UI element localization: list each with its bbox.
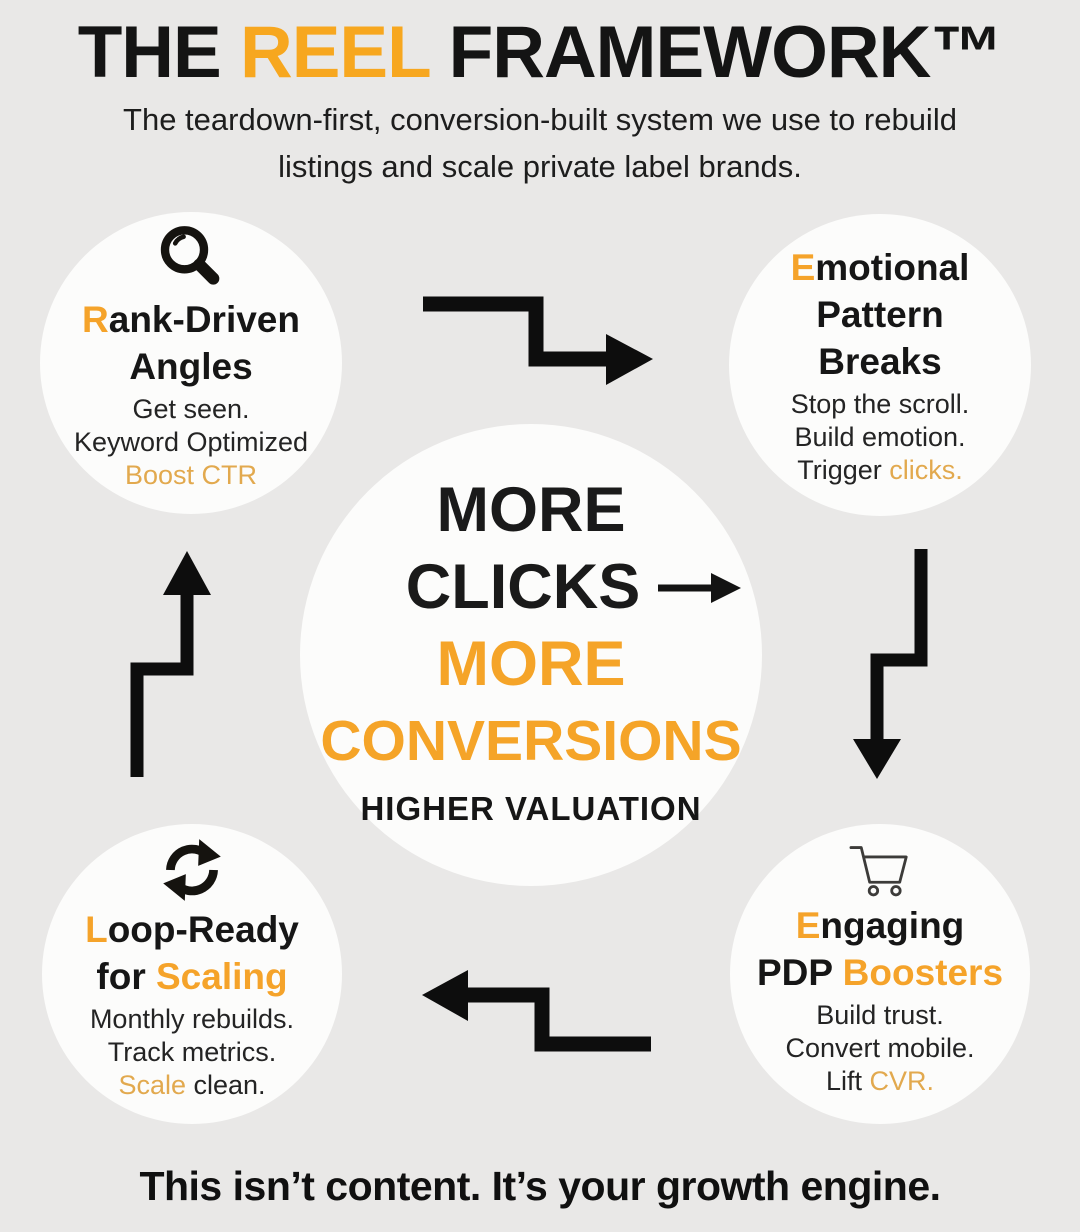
- rank-body-line-2: Keyword Optimized: [73, 427, 309, 457]
- loop-title-line-2-accent: Scaling: [156, 956, 288, 997]
- subtitle-line-2: listings and scale private label brands.: [278, 149, 802, 184]
- loop-body-line-1: Monthly rebuilds.: [89, 1004, 295, 1034]
- pdp-body-line-3-pre: Lift: [825, 1066, 870, 1096]
- center-line-more-2: MORE: [436, 629, 626, 699]
- loop-body-line-3: Scale clean.: [118, 1069, 265, 1102]
- loop-body-line-3-accent: Scale: [118, 1070, 186, 1100]
- magnifier-icon: [153, 224, 229, 296]
- node-center-outcome: MORE CLICKS MORE CONVERSIONS HIGHER VALU…: [300, 424, 762, 886]
- title-post: FRAMEWORK™: [429, 12, 1004, 93]
- right-arrow-icon: [656, 549, 744, 626]
- loop-icon: [156, 834, 228, 906]
- pdp-title-rest: ngaging: [820, 905, 965, 946]
- title-highlight: REEL: [239, 12, 430, 93]
- emotional-body-line-2: Build emotion.: [794, 422, 966, 452]
- page-subtitle: The teardown-first, conversion-built sys…: [0, 96, 1080, 190]
- flow-arrow-left-icon: [130, 551, 211, 777]
- emotional-title-accent-letter: E: [790, 247, 816, 288]
- flow-arrow-bottom-icon: [422, 970, 651, 1052]
- loop-title-rest: oop-Ready: [107, 909, 299, 950]
- node-loop-ready-scaling: Loop-Ready for Scaling Monthly rebuilds.…: [42, 824, 342, 1124]
- rank-title-rest: ank-Driven: [108, 299, 300, 340]
- node-engaging-pdp-boosters: Engaging PDP Boosters Build trust. Conve…: [730, 824, 1030, 1124]
- page-title: THE REEL FRAMEWORK™: [0, 14, 1080, 92]
- center-line-more: MORE: [436, 475, 626, 545]
- emotional-body-line-3: Trigger clicks.: [797, 454, 963, 487]
- loop-title-accent-letter: L: [85, 909, 108, 950]
- center-line-conversions: CONVERSIONS: [320, 709, 742, 773]
- center-line-clicks: CLICKS: [344, 549, 806, 626]
- emotional-body-line-3-pre: Trigger: [797, 455, 890, 485]
- pdp-title-line-2-accent: Boosters: [842, 952, 1004, 993]
- node-rank-driven-angles: Rank-Driven Angles Get seen. Keyword Opt…: [40, 212, 342, 514]
- footer-tagline: This isn’t content. It’s your growth eng…: [139, 1163, 941, 1209]
- rank-title-line-1: Rank-Driven: [82, 296, 300, 343]
- flow-arrow-right-icon: [853, 549, 928, 779]
- center-line-valuation: HIGHER VALUATION: [360, 790, 702, 827]
- loop-title-line-2: for Scaling: [96, 953, 287, 1000]
- rank-title-line-2: Angles: [129, 346, 253, 387]
- center-clicks-text: CLICKS: [405, 552, 641, 622]
- rank-title-accent-letter: R: [82, 299, 109, 340]
- node-emotional-pattern-breaks: Emotional Pattern Breaks Stop the scroll…: [729, 214, 1031, 516]
- cart-icon: [844, 840, 916, 902]
- emotional-title-line-2: Pattern: [816, 294, 944, 335]
- emotional-title-line-1: Emotional: [791, 244, 970, 291]
- pdp-body-line-2: Convert mobile.: [785, 1033, 975, 1063]
- loop-body-line-3-post: clean.: [185, 1070, 266, 1100]
- emotional-body-line-3-accent: clicks.: [889, 455, 963, 485]
- rank-body-line-1: Get seen.: [132, 394, 250, 424]
- pdp-body-line-3: Lift CVR.: [826, 1065, 934, 1098]
- loop-title-line-1: Loop-Ready: [85, 906, 299, 953]
- pdp-title-line-2-pre: PDP: [756, 952, 843, 993]
- loop-title-line-2-pre: for: [96, 956, 156, 997]
- pdp-body-line-3-accent: CVR.: [869, 1066, 935, 1096]
- loop-body-line-2: Track metrics.: [107, 1037, 277, 1067]
- pdp-title-accent-letter: E: [795, 905, 821, 946]
- emotional-title-rest: motional: [815, 247, 970, 288]
- emotional-body-line-1: Stop the scroll.: [790, 389, 970, 419]
- emotional-title-line-3: Breaks: [818, 341, 942, 382]
- pdp-title-line-2: PDP Boosters: [757, 949, 1003, 996]
- title-pre: THE: [77, 12, 240, 93]
- flow-arrow-top-icon: [423, 296, 653, 385]
- pdp-body-line-1: Build trust.: [816, 1000, 944, 1030]
- rank-body-line-3: Boost CTR: [124, 460, 258, 490]
- pdp-title-line-1: Engaging: [796, 902, 965, 949]
- subtitle-line-1: The teardown-first, conversion-built sys…: [123, 102, 957, 137]
